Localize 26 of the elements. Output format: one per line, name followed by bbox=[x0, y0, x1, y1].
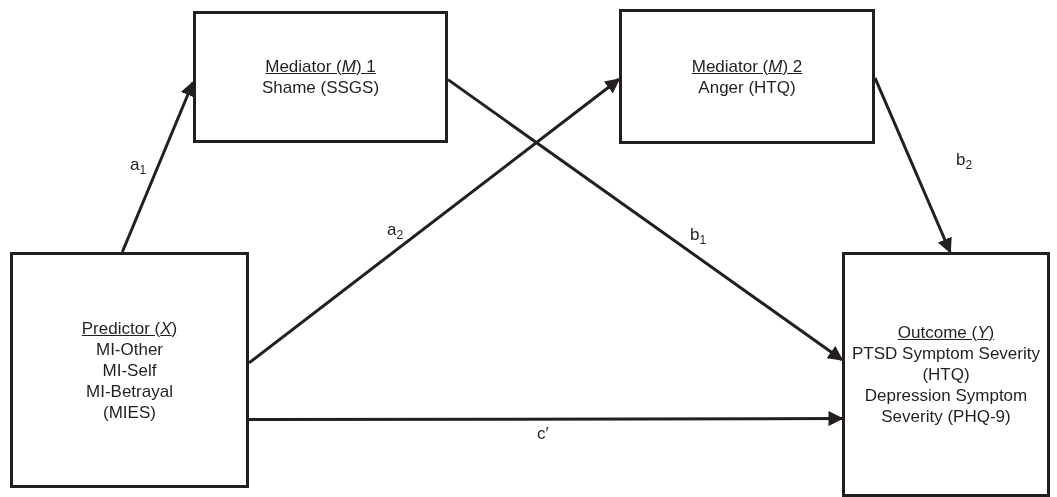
measure-text: PTSD Symptom Severity (HTQ) bbox=[851, 343, 1041, 385]
path-label: a$_{2}$ bbox=[387, 220, 404, 245]
variable-box bbox=[10, 252, 249, 488]
variable-heading: Predictor (X) bbox=[81, 317, 178, 339]
measure-text: Depression Symptom Severity (PHQ-9) bbox=[863, 385, 1029, 427]
variable-heading: Mediator (M) 1 bbox=[265, 56, 376, 77]
path-label: b$_{1}$ bbox=[690, 225, 707, 250]
variable-box bbox=[193, 11, 448, 143]
variable-heading: Outcome (Y) bbox=[897, 322, 995, 343]
arrow bbox=[248, 78, 621, 365]
measure-text: MI-Self bbox=[102, 359, 157, 381]
measure-text: (MIES) bbox=[103, 401, 156, 423]
arrow bbox=[249, 411, 844, 427]
measure-text: MI-Other bbox=[95, 338, 164, 360]
variable-heading: Mediator (M) 2 bbox=[691, 55, 803, 77]
path-label: a$_{1}$ bbox=[130, 155, 147, 180]
measure-text: Anger (HTQ) bbox=[698, 76, 796, 98]
variable-box bbox=[619, 9, 875, 144]
measure-text: Shame (SSGS) bbox=[261, 77, 380, 98]
arrow bbox=[120, 80, 195, 253]
path-label: c′ bbox=[537, 424, 549, 444]
arrow bbox=[447, 78, 844, 362]
arrow bbox=[873, 77, 952, 254]
variable-box bbox=[842, 252, 1050, 497]
path-label: b$_{2}$ bbox=[956, 150, 973, 175]
measure-text: MI-Betrayal bbox=[86, 380, 173, 402]
